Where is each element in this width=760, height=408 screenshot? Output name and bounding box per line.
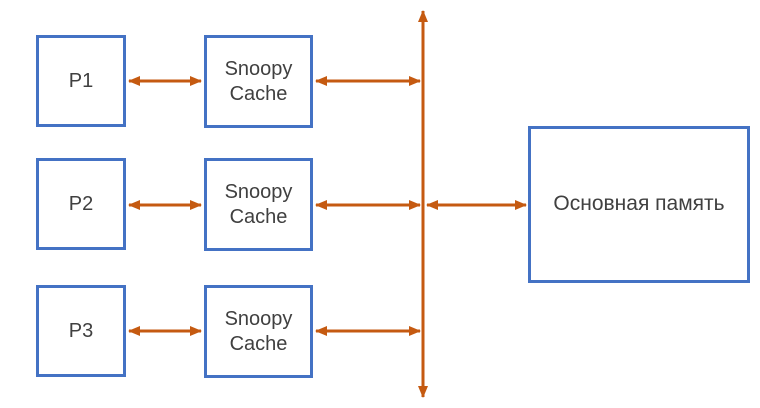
processor-box-p2: P2	[36, 158, 126, 250]
snoopy-cache-3-label: Snoopy Cache	[224, 307, 293, 355]
processor-box-p1: P1	[36, 35, 126, 127]
processor-box-p3: P3	[36, 285, 126, 377]
main-memory-box: Основная память	[528, 126, 750, 283]
processor-p2-label: P2	[68, 192, 94, 215]
snoopy-cache-2-label: Snoopy Cache	[224, 180, 293, 228]
snoopy-cache-box-2: Snoopy Cache	[204, 158, 313, 251]
processor-p1-label: P1	[68, 69, 94, 92]
processor-p3-label: P3	[68, 319, 94, 342]
snoopy-cache-1-label: Snoopy Cache	[224, 57, 293, 105]
main-memory-label: Основная память	[553, 192, 725, 216]
snoopy-cache-box-1: Snoopy Cache	[204, 35, 313, 128]
snoopy-cache-box-3: Snoopy Cache	[204, 285, 313, 378]
